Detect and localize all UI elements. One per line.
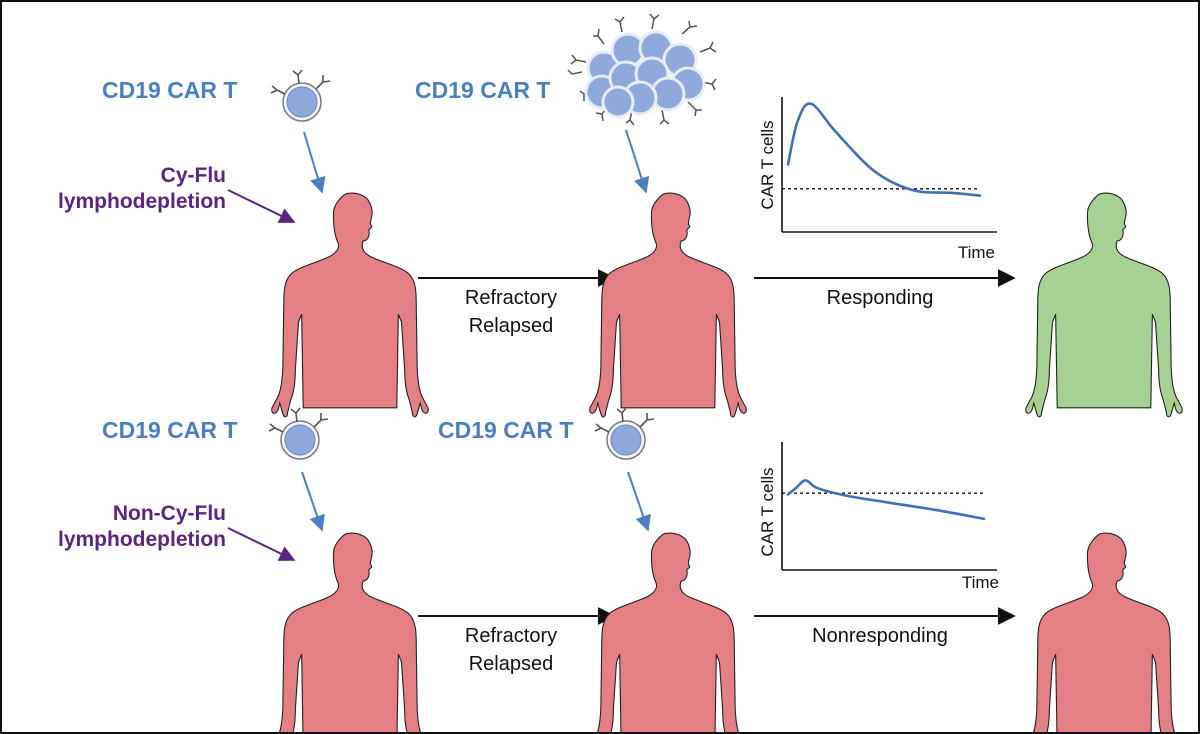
human-silhouette-icon xyxy=(271,532,429,732)
chart-xlabel: Time xyxy=(962,573,999,592)
row1-lymphodepletion-line1: Cy-Flu xyxy=(161,164,226,187)
chart-car-t-expansion-nonresponding: CAR T cells Time xyxy=(758,442,999,592)
chart-xlabel: Time xyxy=(958,243,995,262)
chart-series-line xyxy=(786,479,986,521)
chart-car-t-expansion-responding: CAR T cells Time xyxy=(758,97,997,262)
human-silhouette-icon xyxy=(589,532,747,732)
car-t-cell-icon xyxy=(270,69,331,122)
chart-series-line xyxy=(786,102,982,197)
human-silhouette-icon xyxy=(589,192,747,418)
row1-transition-line1: Refractory xyxy=(465,287,557,309)
car-t-cell-icon xyxy=(268,407,329,460)
row2-lymphodepletion-line2: lymphodepletion xyxy=(58,528,226,551)
human-silhouette-icon xyxy=(271,192,429,418)
row2-transition-line1: Refractory xyxy=(465,625,557,647)
row1-second-infusion-label: CD19 CAR T xyxy=(415,77,550,103)
car-t-cell-cluster-icon xyxy=(567,13,717,126)
row1-transition-line2: Relapsed xyxy=(469,315,554,337)
row2-lymphodepletion-line1: Non-Cy-Flu xyxy=(113,502,226,525)
chart-ylabel: CAR T cells xyxy=(758,120,777,209)
row1-outcome-label: Responding xyxy=(827,287,934,309)
row2-transition-line2: Relapsed xyxy=(469,653,554,675)
car-t-cell-icon xyxy=(594,407,655,460)
row1-lymphodepletion-line2: lymphodepletion xyxy=(58,190,226,213)
row2-outcome-label: Nonresponding xyxy=(812,625,948,647)
human-silhouette-icon xyxy=(1025,192,1183,418)
human-silhouette-icon xyxy=(1025,532,1183,732)
chart-ylabel: CAR T cells xyxy=(758,467,777,556)
row2-first-infusion-label: CD19 CAR T xyxy=(102,417,237,443)
row2-second-infusion-label: CD19 CAR T xyxy=(438,417,573,443)
row1-first-infusion-label: CD19 CAR T xyxy=(102,77,237,103)
